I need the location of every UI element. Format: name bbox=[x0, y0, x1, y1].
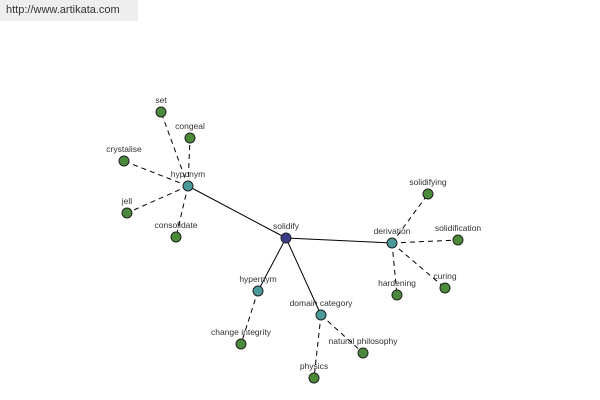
edge-domain-category-physics bbox=[313, 314, 322, 379]
relation-label-domain-category[interactable]: domain category bbox=[290, 298, 354, 308]
word-node-change-integrity[interactable] bbox=[235, 338, 247, 350]
word-label-jell[interactable]: jell bbox=[121, 196, 133, 206]
word-label-solidifying[interactable]: solidifying bbox=[409, 177, 447, 187]
edge-hyponym-crystalise bbox=[123, 160, 189, 187]
word-label-change-integrity[interactable]: change integrity bbox=[211, 327, 272, 337]
word-label-congeal[interactable]: congeal bbox=[175, 121, 205, 131]
relation-label-derivation[interactable]: derivation bbox=[374, 226, 411, 236]
relation-label-hyponym[interactable]: hyponym bbox=[171, 169, 206, 179]
edge-layer bbox=[123, 111, 459, 379]
edge-domain-category-natural-philosophy bbox=[320, 314, 364, 354]
relation-node-hypernym[interactable] bbox=[252, 285, 264, 297]
word-label-consolidate[interactable]: consolidate bbox=[154, 220, 197, 230]
edge-solidify-domain-category bbox=[285, 237, 322, 316]
edge-solidify-hypernym bbox=[257, 237, 287, 292]
word-node-hardening[interactable] bbox=[391, 289, 403, 301]
edge-hyponym-congeal bbox=[187, 137, 191, 187]
word-node-congeal[interactable] bbox=[184, 132, 196, 144]
relation-node-domain-category[interactable] bbox=[315, 309, 327, 321]
word-label-hardening[interactable]: hardening bbox=[378, 278, 416, 288]
edge-derivation-solidification bbox=[391, 239, 459, 244]
edge-hyponym-set bbox=[160, 111, 189, 187]
word-node-crystalise[interactable] bbox=[118, 155, 130, 167]
word-node-solidifying[interactable] bbox=[422, 188, 434, 200]
url-banner[interactable]: http://www.artikata.com bbox=[0, 0, 138, 21]
word-node-consolidate[interactable] bbox=[170, 231, 182, 243]
word-label-physics[interactable]: physics bbox=[300, 361, 328, 371]
word-node-natural-philosophy[interactable] bbox=[357, 347, 369, 359]
edge-derivation-curing bbox=[391, 242, 446, 289]
word-label-curing[interactable]: curing bbox=[433, 271, 456, 281]
word-node-jell[interactable] bbox=[121, 207, 133, 219]
word-node-solidification[interactable] bbox=[452, 234, 464, 246]
word-label-solidification[interactable]: solidification bbox=[435, 223, 482, 233]
relation-node-derivation[interactable] bbox=[386, 237, 398, 249]
relation-node-hyponym[interactable] bbox=[182, 180, 194, 192]
root-node-solidify[interactable] bbox=[280, 232, 292, 244]
word-node-curing[interactable] bbox=[439, 282, 451, 294]
root-label-solidify[interactable]: solidify bbox=[273, 221, 300, 231]
relation-label-hypernym[interactable]: hypernym bbox=[239, 274, 276, 284]
node-layer bbox=[118, 106, 464, 384]
word-label-crystalise[interactable]: crystalise bbox=[106, 144, 142, 154]
edge-hypernym-change-integrity bbox=[240, 290, 259, 345]
edge-solidify-hyponym bbox=[187, 185, 287, 239]
edge-solidify-derivation bbox=[285, 237, 393, 244]
label-layer: solidify hyponym set congeal crystalise jell c… bbox=[106, 95, 481, 371]
word-label-natural-philosophy[interactable]: natural philosophy bbox=[329, 336, 399, 346]
word-node-set[interactable] bbox=[155, 106, 167, 118]
word-node-physics[interactable] bbox=[308, 372, 320, 384]
edge-hyponym-jell bbox=[126, 185, 189, 214]
word-label-set[interactable]: set bbox=[155, 95, 167, 105]
edge-derivation-solidifying bbox=[391, 193, 429, 244]
